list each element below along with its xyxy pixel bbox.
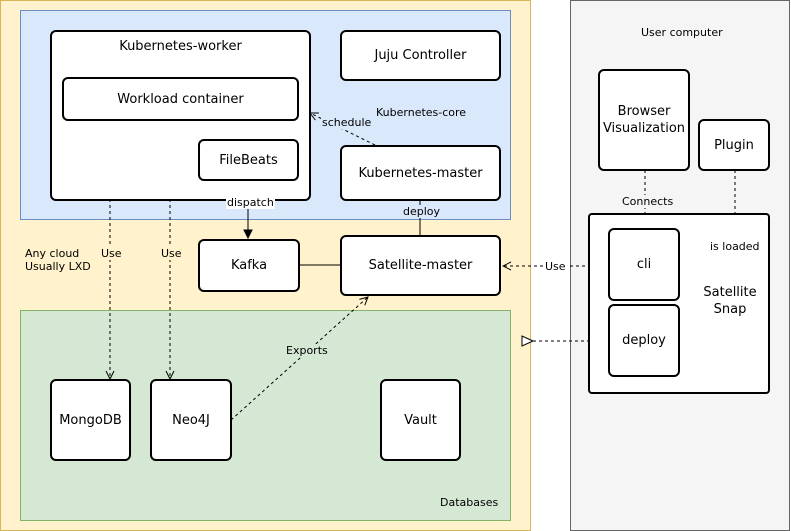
vault-node: Vault: [380, 379, 461, 461]
vault-title: Vault: [404, 412, 437, 428]
edge-label-is-loaded: is loaded: [709, 240, 761, 253]
kubernetes-worker-title: Kubernetes-worker: [119, 39, 242, 54]
databases-label: Databases: [440, 496, 499, 509]
plugin-node: Plugin: [698, 119, 770, 171]
juju-controller-node: Juju Controller: [340, 30, 501, 81]
kubernetes-master-title: Kubernetes-master: [358, 165, 483, 181]
user-computer-label: User computer: [641, 26, 723, 39]
plugin-title: Plugin: [714, 137, 754, 153]
cli-title: cli: [636, 257, 652, 272]
workload-container-node: Workload container: [62, 77, 299, 121]
mongodb-title: MongoDB: [59, 412, 122, 428]
edge-label-use-cli: Use: [544, 260, 567, 273]
satellite-master-node: Satellite-master: [340, 235, 501, 296]
edge-exports: [230, 297, 368, 421]
edge-label-exports: Exports: [285, 344, 329, 357]
deploy-node: deploy: [608, 304, 680, 377]
neo4j-title: Neo4J: [172, 412, 210, 428]
kafka-node: Kafka: [198, 239, 300, 292]
kubernetes-core-label: Kubernetes-core: [376, 106, 467, 119]
edge-label-use-mongodb: Use: [100, 247, 123, 260]
edge-label-dispatch: dispatch: [226, 196, 275, 209]
kubernetes-master-node: Kubernetes-master: [340, 145, 501, 201]
satellite-master-title: Satellite-master: [368, 258, 473, 273]
edge-label-schedule: schedule: [321, 116, 373, 129]
filebeats-node: FileBeats: [198, 139, 299, 181]
edge-label-connects: Connects: [621, 195, 675, 208]
workload-container-title: Workload container: [117, 91, 244, 107]
juju-controller-title: Juju Controller: [374, 48, 467, 63]
edge-schedule: [310, 113, 376, 146]
edge-label-deploy: deploy: [402, 205, 442, 218]
browser-visualization-node: Browser Visualization: [598, 69, 690, 171]
filebeats-title: FileBeats: [219, 152, 278, 168]
kafka-title: Kafka: [230, 258, 268, 273]
neo4j-node: Neo4J: [150, 379, 232, 461]
cli-node: cli: [608, 228, 680, 301]
satellite-snap-title: Satellite Snap: [703, 285, 757, 317]
deploy-title: deploy: [622, 333, 666, 348]
any-cloud-label: Any cloud Usually LXD: [25, 247, 91, 273]
mongodb-node: MongoDB: [50, 379, 131, 461]
edge-label-use-neo4j: Use: [160, 247, 183, 260]
browser-visualization-title: Browser Visualization: [602, 104, 686, 136]
